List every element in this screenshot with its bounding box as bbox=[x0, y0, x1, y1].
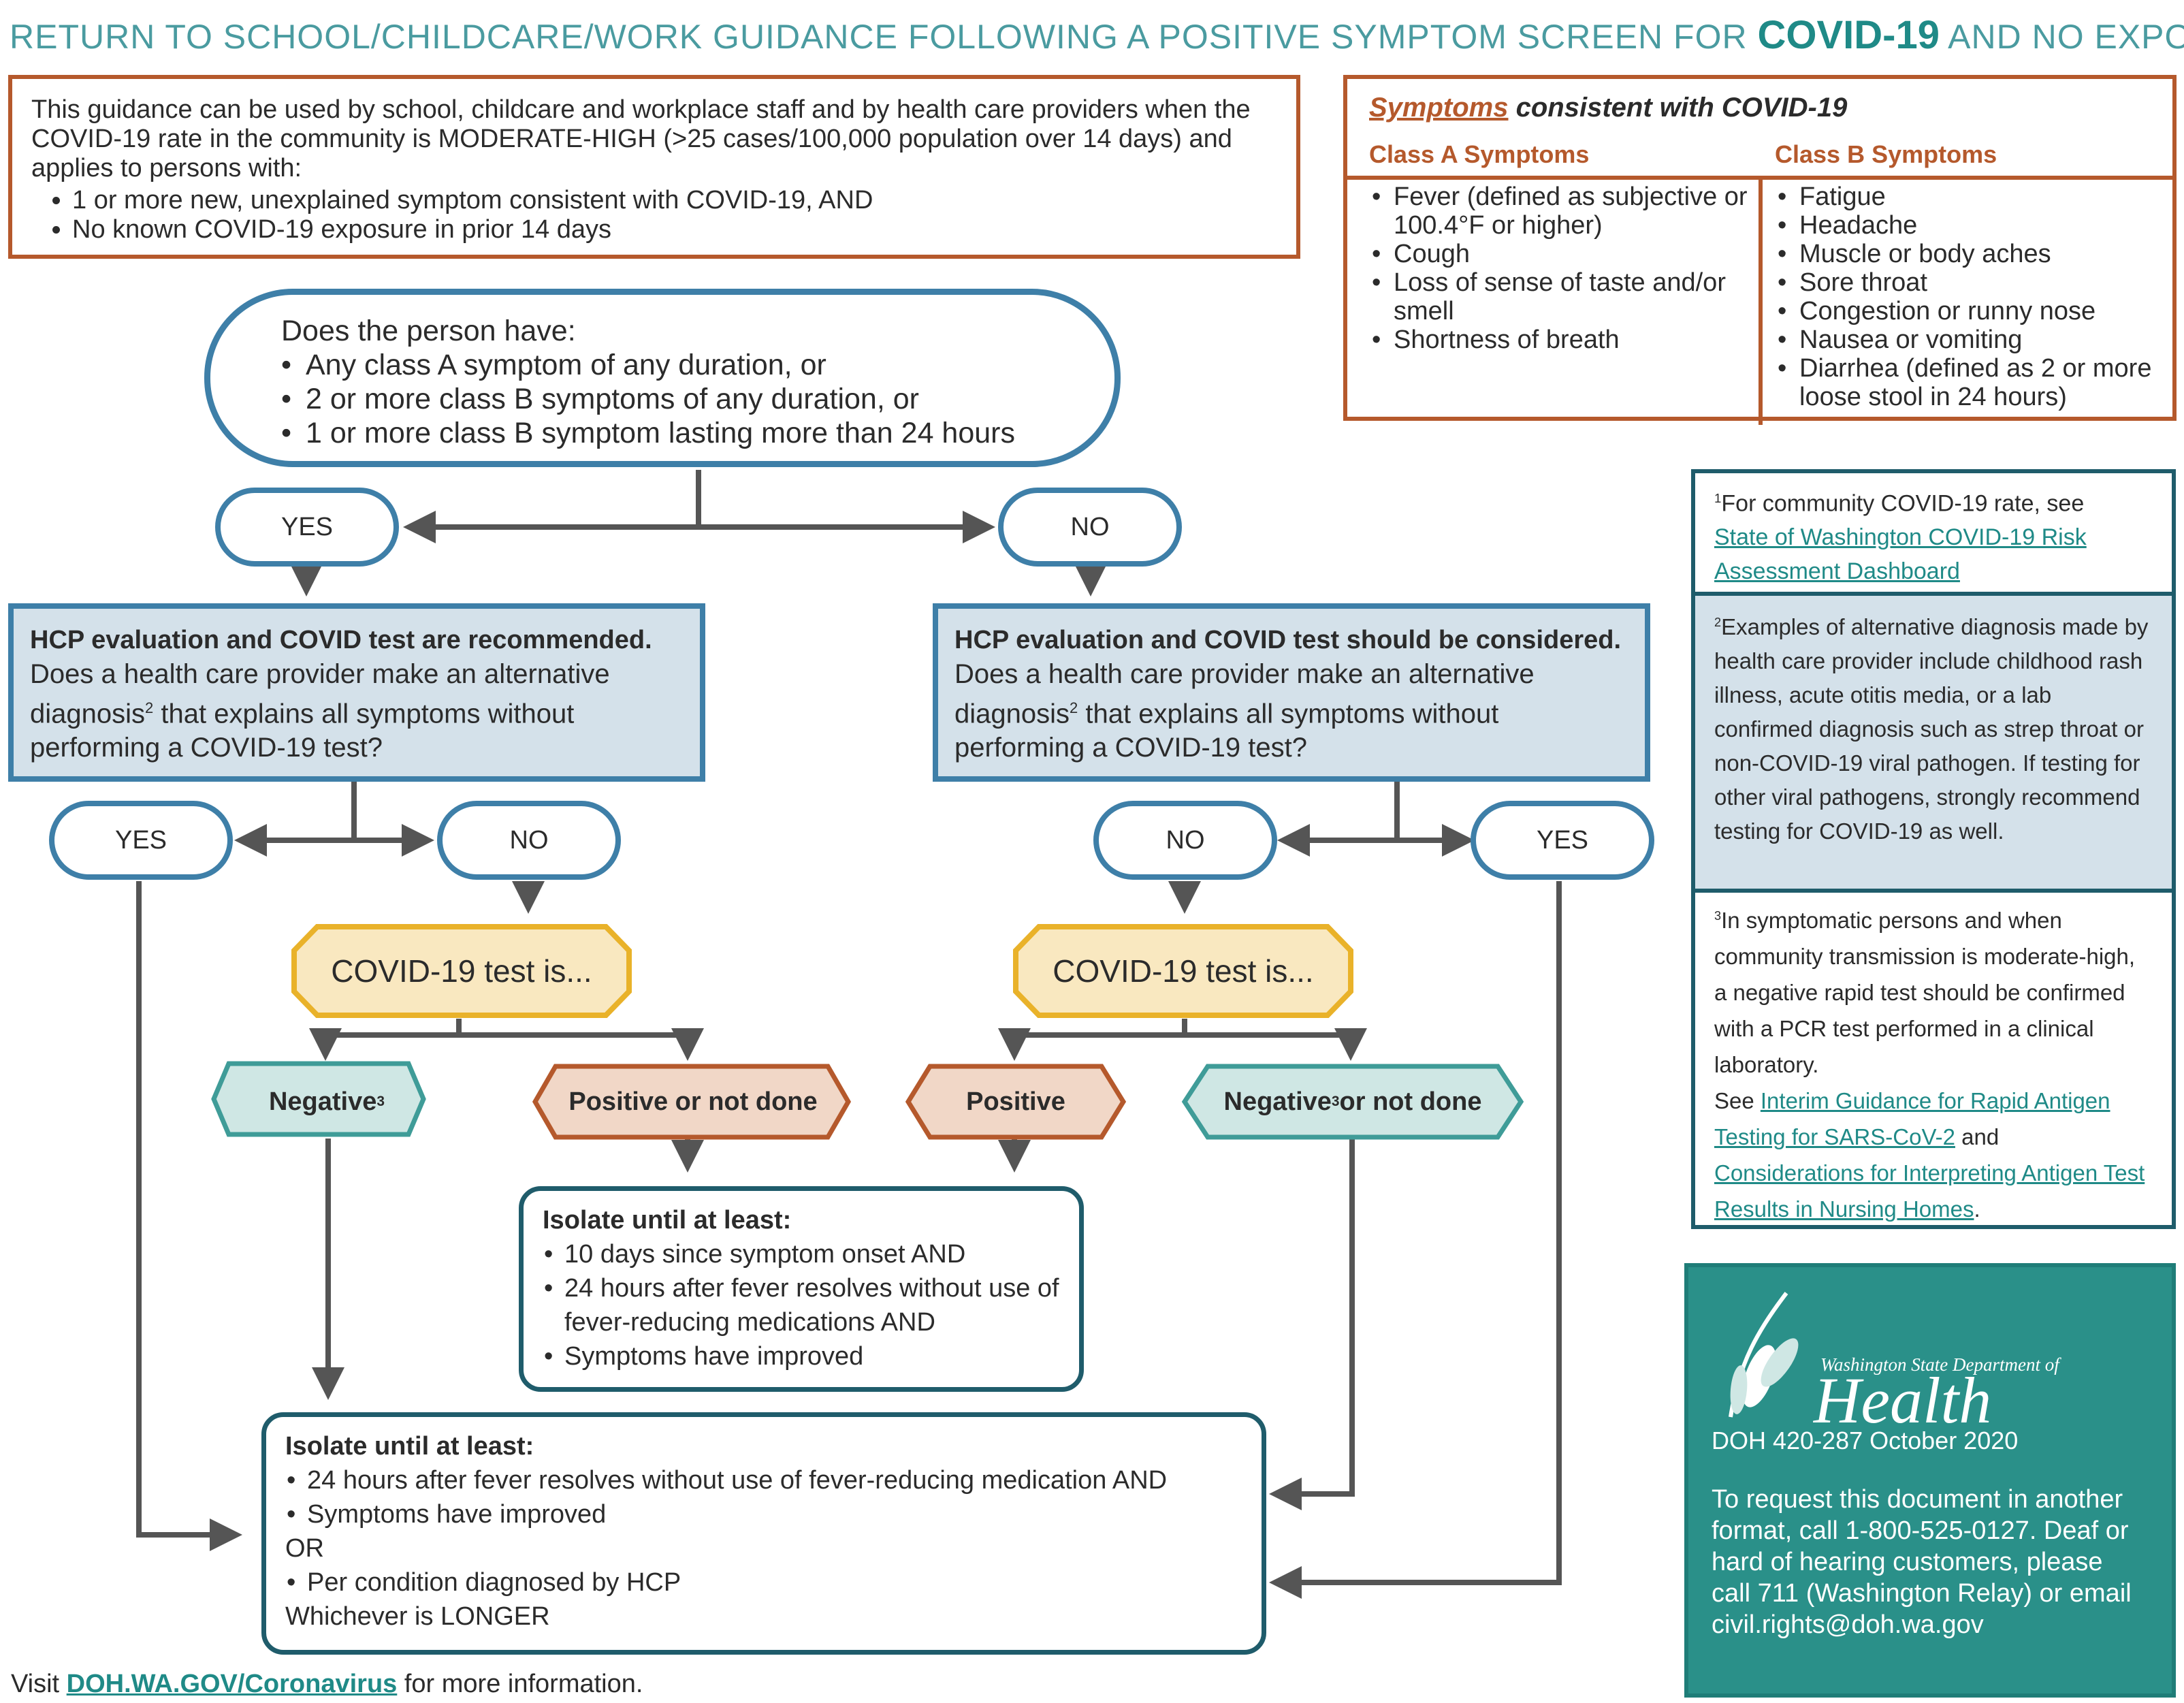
doc-request-info: To request this document in another form… bbox=[1712, 1485, 2132, 1639]
isolate-bottom-list: 24 hours after fever resolves without us… bbox=[285, 1463, 1242, 1531]
left-no-pill: NO bbox=[437, 801, 621, 880]
right-no-pill: NO bbox=[1093, 801, 1277, 880]
right-yes-pill: YES bbox=[1471, 801, 1654, 880]
positive-or-not-done-hex-shape bbox=[532, 1064, 852, 1140]
antigen-nursing-homes-link[interactable]: Considerations for Interpreting Antigen … bbox=[1714, 1160, 2145, 1222]
class-a-item: Shortness of breath bbox=[1369, 325, 1750, 354]
page-title: RETURN TO SCHOOL/CHILDCARE/WORK GUIDANCE… bbox=[10, 13, 2184, 57]
risk-dashboard-link[interactable]: State of Washington COVID-19 Risk Assess… bbox=[1714, 524, 2087, 585]
left-test-hex-shape bbox=[291, 924, 632, 1018]
right-test-hex: COVID-19 test is... bbox=[1012, 923, 1355, 1019]
positive-label: Positive bbox=[966, 1087, 1065, 1116]
right-test-label: COVID-19 test is... bbox=[1053, 953, 1314, 989]
doh-logo: Washington State Department of Health bbox=[1712, 1281, 2149, 1435]
symptoms-table: Symptoms consistent with COVID-19 Class … bbox=[1343, 75, 2177, 425]
left-yes-pill: YES bbox=[49, 801, 233, 880]
class-a-item: Cough bbox=[1369, 240, 1750, 268]
isolate-longer: Whichever is LONGER bbox=[285, 1602, 550, 1631]
positive-hex-shape bbox=[905, 1064, 1127, 1140]
class-b-item: Congestion or runny nose bbox=[1775, 297, 2170, 325]
class-a-list: Fever (defined as subjective or 100.4°F … bbox=[1369, 182, 1750, 354]
coronavirus-link[interactable]: DOH.WA.GOV/Coronavirus bbox=[66, 1670, 398, 1698]
footnote-3: 3In symptomatic persons and when communi… bbox=[1691, 893, 2176, 1229]
yes-pill: YES bbox=[215, 488, 399, 567]
question-item: Any class A symptom of any duration, or bbox=[281, 348, 1114, 382]
isolate-mid-heading: Isolate until at least: bbox=[543, 1206, 792, 1235]
class-b-heading: Class B Symptoms bbox=[1775, 140, 1997, 168]
class-a-item: Loss of sense of taste and/or smell bbox=[1369, 268, 1750, 325]
class-a-heading: Class A Symptoms bbox=[1369, 140, 1590, 168]
isolate-24-hours-box: Isolate until at least: 24 hours after f… bbox=[261, 1412, 1266, 1655]
right-hcp-heading: HCP evaluation and COVID test should be … bbox=[954, 626, 1622, 654]
main-question: Does the person have: Any class A sympto… bbox=[204, 289, 1121, 467]
arrow-right-yes-to-isolate bbox=[1269, 881, 1562, 1599]
class-b-item: Sore throat bbox=[1775, 268, 2170, 297]
footer-visit: Visit DOH.WA.GOV/Coronavirus for more in… bbox=[11, 1670, 643, 1698]
class-b-item: Nausea or vomiting bbox=[1775, 325, 2170, 354]
isolate-bottom-item: 24 hours after fever resolves without us… bbox=[285, 1463, 1242, 1497]
isolate-mid-item: Symptoms have improved bbox=[543, 1339, 1060, 1373]
rapid-antigen-guidance-link[interactable]: Interim Guidance for Rapid Antigen Testi… bbox=[1714, 1088, 2110, 1149]
no-pill: NO bbox=[998, 488, 1182, 567]
isolate-mid-item: 10 days since symptom onset AND bbox=[543, 1237, 1060, 1271]
doh-info-box: Washington State Department of Health DO… bbox=[1684, 1263, 2176, 1698]
symptoms-divider bbox=[1759, 176, 1763, 425]
question-item: 2 or more class B symptoms of any durati… bbox=[281, 382, 1114, 416]
left-hcp-heading: HCP evaluation and COVID test are recomm… bbox=[30, 626, 652, 654]
arrow-neg-not-done-to-isolate bbox=[1269, 1139, 1355, 1510]
left-test-hex: COVID-19 test is... bbox=[290, 923, 633, 1019]
question-label: Does the person have: bbox=[281, 315, 576, 347]
intro-list: 1 or more new, unexplained symptom consi… bbox=[31, 186, 1277, 244]
question-item: 1 or more class B symptom lasting more t… bbox=[281, 416, 1114, 450]
intro-text: This guidance can be used by school, chi… bbox=[31, 95, 1251, 182]
wheat-icon bbox=[1729, 1292, 1799, 1418]
symptoms-title: Symptoms consistent with COVID-19 bbox=[1369, 93, 1848, 123]
isolate-10-days-box: Isolate until at least: 10 days since sy… bbox=[519, 1186, 1084, 1392]
arrow-left-yes-to-isolate bbox=[136, 881, 242, 1551]
class-b-item: Muscle or body aches bbox=[1775, 240, 2170, 268]
doh-dept: Washington State Department of bbox=[1820, 1354, 2059, 1375]
footnote-1: 1For community COVID-19 rate, see State … bbox=[1691, 469, 2176, 596]
negative-or-not-done-hex-shape bbox=[1181, 1064, 1524, 1140]
isolate-mid-item: 24 hours after fever resolves without us… bbox=[543, 1271, 1060, 1339]
isolate-or: OR bbox=[285, 1534, 324, 1563]
class-b-list: Fatigue Headache Muscle or body aches So… bbox=[1775, 182, 2170, 411]
left-test-label: COVID-19 test is... bbox=[331, 953, 592, 989]
footnote-2: 2Examples of alternative diagnosis made … bbox=[1691, 596, 2176, 893]
left-hcp-box: HCP evaluation and COVID test are recomm… bbox=[8, 603, 705, 782]
isolate-bottom-list-2: Per condition diagnosed by HCP bbox=[285, 1565, 1242, 1599]
class-b-item: Diarrhea (defined as 2 or more loose sto… bbox=[1775, 354, 2170, 411]
right-test-hex-shape bbox=[1013, 924, 1353, 1018]
intro-bullet: No known COVID-19 exposure in prior 14 d… bbox=[72, 215, 1277, 244]
class-a-item: Fever (defined as subjective or 100.4°F … bbox=[1369, 182, 1750, 240]
intro-bullet: 1 or more new, unexplained symptom consi… bbox=[72, 186, 1277, 215]
class-b-item: Headache bbox=[1775, 211, 2170, 240]
class-b-item: Fatigue bbox=[1775, 182, 2170, 211]
isolate-bottom-item: Per condition diagnosed by HCP bbox=[285, 1565, 1242, 1599]
isolate-mid-list: 10 days since symptom onset AND 24 hours… bbox=[543, 1237, 1060, 1373]
negative-hex-shape bbox=[211, 1061, 426, 1137]
isolate-bottom-heading: Isolate until at least: bbox=[285, 1432, 534, 1461]
doh-health: Health bbox=[1814, 1364, 1992, 1437]
isolate-bottom-item: Symptoms have improved bbox=[285, 1497, 1242, 1531]
positive-or-not-done-label: Positive or not done bbox=[568, 1087, 818, 1116]
symptoms-link[interactable]: Symptoms bbox=[1369, 93, 1509, 123]
right-hcp-box: HCP evaluation and COVID test should be … bbox=[933, 603, 1650, 782]
doc-number: DOH 420-287 October 2020 bbox=[1712, 1427, 2019, 1454]
intro-box: This guidance can be used by school, chi… bbox=[8, 75, 1300, 259]
question-list: Any class A symptom of any duration, or … bbox=[281, 348, 1114, 450]
